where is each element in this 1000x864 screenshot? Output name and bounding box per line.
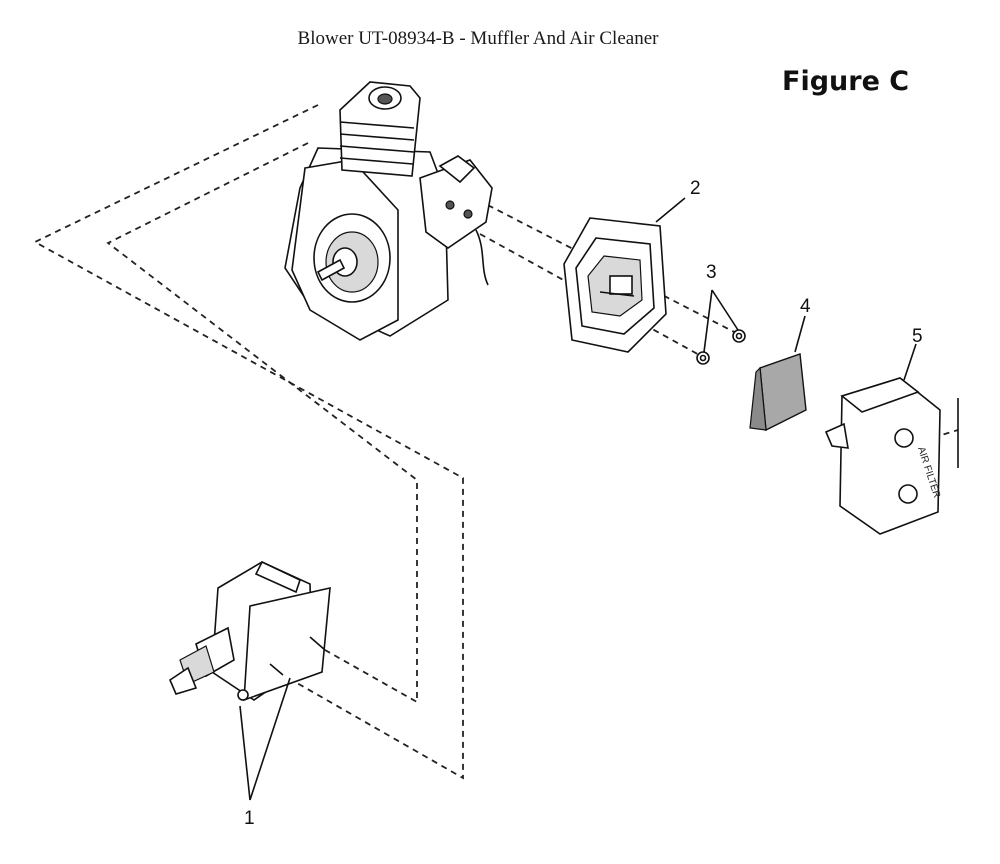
leader-lines	[239, 197, 917, 801]
air-cleaner-base	[563, 217, 667, 353]
air-filter-cover: AIR FILTER	[824, 377, 959, 535]
dashed-line-inner	[106, 142, 418, 704]
leader-line-3b	[703, 289, 713, 353]
leader-line-1b	[249, 677, 291, 801]
muffler	[169, 560, 331, 702]
leader-line-1a	[239, 705, 251, 801]
leader-line-5	[903, 343, 917, 381]
leader-line-4	[794, 315, 806, 353]
callout-1: 1	[244, 808, 255, 829]
foam-filter	[749, 353, 807, 432]
engine-block	[284, 81, 493, 341]
figure-label: Figure C	[782, 66, 910, 97]
callout-5: 5	[912, 326, 923, 347]
mounting-nuts	[696, 329, 746, 365]
callout-2: 2	[690, 178, 701, 199]
callout-4: 4	[800, 296, 811, 317]
leader-line-3a	[711, 289, 739, 331]
dashed-line-outer	[33, 104, 464, 780]
leader-line-2	[655, 197, 686, 223]
dashed-line-carb-2	[479, 233, 704, 358]
callout-3: 3	[706, 262, 717, 283]
page-title: Blower UT-08934-B - Muffler And Air Clea…	[297, 28, 659, 49]
